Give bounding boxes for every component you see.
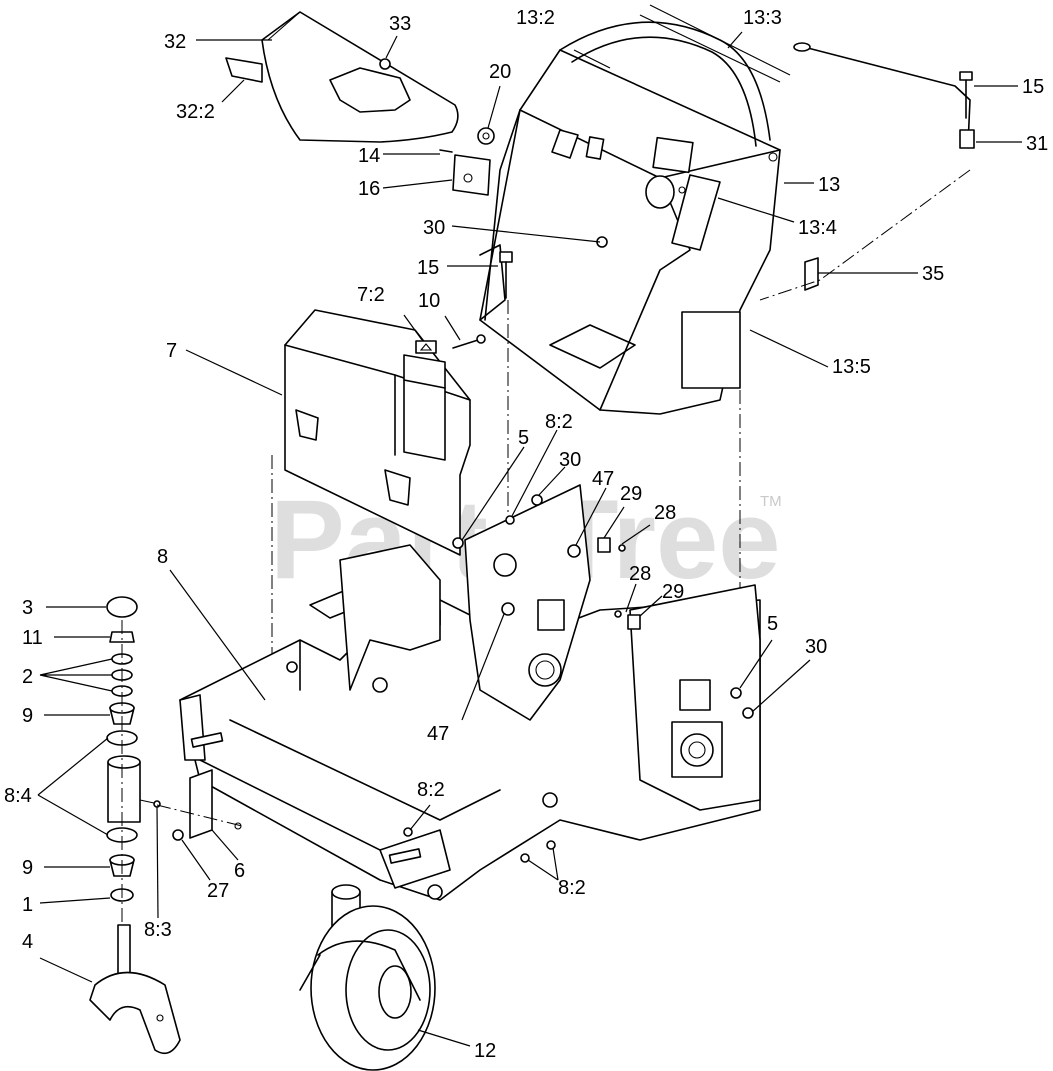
part-28-29-clamps <box>597 537 641 630</box>
callout-11: 11 <box>22 627 43 649</box>
callout-20: 20 <box>489 61 511 83</box>
part-35-clip <box>804 257 819 291</box>
callout-2: 2 <box>22 666 33 688</box>
callout-14: 14 <box>358 145 380 167</box>
callout-12: 12 <box>474 1040 496 1062</box>
callout-4: 4 <box>22 931 33 953</box>
watermark-trademark: TM <box>760 493 782 510</box>
callout-10: 10 <box>418 290 440 312</box>
callout-28-upper: 28 <box>654 502 676 524</box>
callout-9-lower: 9 <box>22 857 33 879</box>
callout-47-lower: 47 <box>427 723 449 745</box>
callout-29-upper: 29 <box>620 483 642 505</box>
part-8-caster-tube <box>107 755 141 823</box>
callout-13-3: 13:3 <box>743 7 782 29</box>
part-31-rod <box>793 42 975 149</box>
part-8-3-grease-fitting <box>139 799 161 808</box>
part-3-cap <box>106 596 138 618</box>
callout-33: 33 <box>389 13 411 35</box>
callout-13-4: 13:4 <box>798 217 837 239</box>
part-47-nuts <box>501 544 581 616</box>
callout-27: 27 <box>207 880 229 902</box>
callout-32-2: 32:2 <box>176 101 215 123</box>
callout-13-2: 13:2 <box>516 7 555 29</box>
part-8-frame <box>179 484 761 901</box>
part-27-nut <box>172 829 184 841</box>
part-33-nut <box>379 58 391 70</box>
callout-5-right: 5 <box>767 613 778 635</box>
part-32-2-decal <box>225 57 263 83</box>
callout-47-upper: 47 <box>592 468 614 490</box>
callout-13-5: 13:5 <box>832 356 871 378</box>
callout-8-2-bottom: 8:2 <box>558 877 586 899</box>
part-15-bolt-tower <box>499 251 513 299</box>
callout-8: 8 <box>157 546 168 568</box>
part-13-3-decal <box>639 4 791 83</box>
part-12-caster-wheel <box>299 884 436 1071</box>
callout-6: 6 <box>234 860 245 882</box>
callout-31: 31 <box>1026 133 1048 155</box>
callout-5-left: 5 <box>518 427 529 449</box>
callout-30-mid: 30 <box>559 449 581 471</box>
part-15-bolt-upper <box>959 71 973 119</box>
part-5-bolts <box>452 537 742 699</box>
callout-8-2-mid: 8:2 <box>417 779 445 801</box>
callout-28-lower: 28 <box>629 563 651 585</box>
callout-1: 1 <box>22 894 33 916</box>
callout-30-tower: 30 <box>423 217 445 239</box>
callout-15-upper: 15 <box>1022 76 1044 98</box>
callout-7: 7 <box>166 340 177 362</box>
assembly-line-35 <box>759 169 971 301</box>
part-20-bushing <box>477 127 495 145</box>
part-16-bracket <box>452 154 491 196</box>
callout-32: 32 <box>164 31 186 53</box>
part-13-control-tower <box>479 21 781 415</box>
leader-lines <box>37 31 1022 1047</box>
callout-3: 3 <box>22 597 33 619</box>
part-7-2-decal <box>415 340 437 354</box>
callout-9-upper: 9 <box>22 705 33 727</box>
callout-13: 13 <box>818 174 840 196</box>
callout-16: 16 <box>358 178 380 200</box>
callout-15-tower: 15 <box>417 257 439 279</box>
callout-29-lower: 29 <box>662 581 684 603</box>
callout-35: 35 <box>922 263 944 285</box>
callout-8-4: 8:4 <box>4 785 32 807</box>
part-14-screw <box>439 149 453 153</box>
part-4-fork <box>89 924 181 1055</box>
callout-30-right: 30 <box>805 636 827 658</box>
part-32-shield <box>261 11 459 143</box>
part-30-nuts <box>531 494 754 719</box>
callout-labels: 32 33 32:2 13:2 13:3 20 15 31 14 16 13 1… <box>4 7 1048 1062</box>
callout-8-2-top: 8:2 <box>545 411 573 433</box>
part-10-bolt <box>452 334 486 349</box>
part-7-cover <box>284 309 471 556</box>
part-11-nut <box>109 631 135 643</box>
callout-7-2: 7:2 <box>357 284 385 306</box>
callout-8-3: 8:3 <box>144 919 172 941</box>
caster-cross-line <box>156 804 243 827</box>
